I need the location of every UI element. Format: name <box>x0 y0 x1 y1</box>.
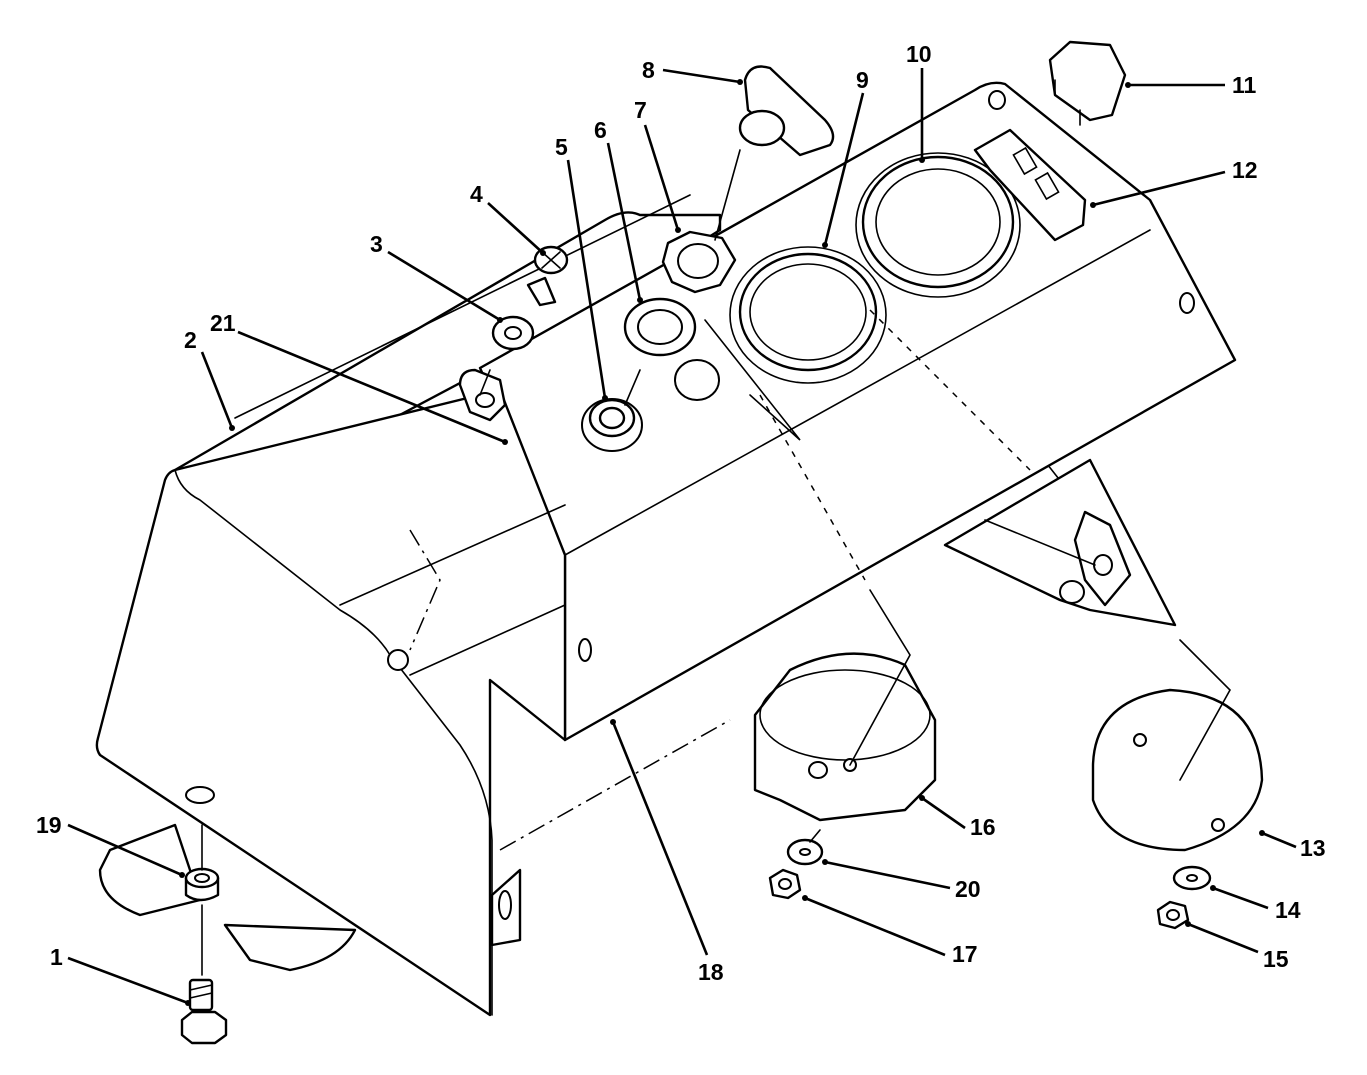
callout-6: 6 <box>594 117 607 143</box>
gauge-bezel-small <box>738 252 878 372</box>
callout-7: 7 <box>634 97 647 123</box>
callout-9: 9 <box>856 67 869 93</box>
callout-19: 19 <box>36 812 62 838</box>
callout-labels: 1 2 3 4 5 6 7 8 9 10 11 12 13 14 15 16 1… <box>36 41 1326 985</box>
fuse <box>1048 40 1127 126</box>
side-cover <box>95 388 567 1017</box>
flat-washer <box>491 315 535 351</box>
callout-8: 8 <box>642 57 655 83</box>
callout-5: 5 <box>555 134 568 160</box>
gauge-large <box>861 155 1015 289</box>
cover-plate <box>1091 688 1264 852</box>
callout-12: 12 <box>1232 157 1258 183</box>
callout-14: 14 <box>1275 897 1301 923</box>
gauge-housing <box>753 652 937 822</box>
switch-cap <box>738 65 835 157</box>
callout-15: 15 <box>1263 946 1289 972</box>
callout-20: 20 <box>955 876 981 902</box>
callout-4: 4 <box>470 181 483 207</box>
nut-15 <box>1156 900 1190 930</box>
washer-20 <box>786 838 824 866</box>
callout-1: 1 <box>50 944 63 970</box>
lock-washer <box>623 297 697 357</box>
bolt <box>180 978 228 1045</box>
callout-2: 2 <box>184 327 197 353</box>
assembly-lines <box>201 149 1231 976</box>
mounting-tab <box>458 368 507 422</box>
nut-17 <box>768 868 802 900</box>
callout-18: 18 <box>698 959 724 985</box>
callout-21: 21 <box>210 310 236 336</box>
spacer <box>184 867 220 902</box>
callout-13: 13 <box>1300 835 1326 861</box>
callout-11: 11 <box>1232 72 1257 98</box>
callout-16: 16 <box>970 814 996 840</box>
instrument-panel <box>478 81 1237 742</box>
callout-3: 3 <box>370 231 383 257</box>
gauge-bracket <box>1073 510 1132 607</box>
callout-10: 10 <box>906 41 932 67</box>
callout-leaders <box>67 68 1297 1006</box>
washer-14 <box>1172 865 1212 891</box>
hex-nut <box>661 230 737 294</box>
callout-17: 17 <box>952 941 978 967</box>
fuse-holder <box>973 128 1087 242</box>
toggle-switch <box>588 398 636 438</box>
